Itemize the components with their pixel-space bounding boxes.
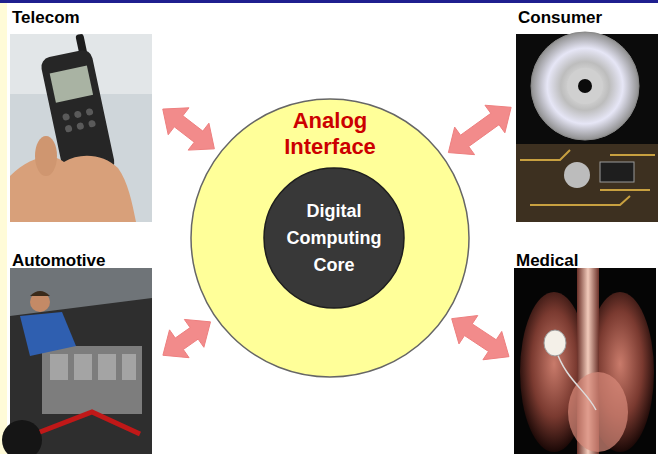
spine <box>577 268 599 454</box>
engine-block <box>42 346 142 414</box>
double-arrow <box>163 108 215 150</box>
phone-key <box>88 120 96 128</box>
phone-body <box>40 48 117 180</box>
hand <box>10 156 136 222</box>
photo-ground <box>10 268 152 454</box>
left-lung <box>520 292 588 452</box>
mechanic-hair <box>30 291 50 296</box>
phone-key <box>76 122 84 130</box>
component <box>564 162 590 188</box>
circuit-board <box>516 144 658 222</box>
xray-photo <box>514 268 656 454</box>
engine-part <box>50 354 68 380</box>
category-label: Medical <box>514 247 658 272</box>
top-rule <box>0 0 658 3</box>
pacemaker <box>544 330 566 356</box>
cd-hole <box>578 79 592 93</box>
side-strip <box>0 3 7 454</box>
phone-screen <box>50 65 93 102</box>
category-panel: Automotive <box>10 247 158 454</box>
double-arrow <box>163 319 211 357</box>
ring-circle <box>191 99 469 377</box>
category-label: Consumer <box>516 4 658 29</box>
double-arrow <box>448 105 511 154</box>
photo-ground <box>514 268 656 454</box>
cd-disc <box>531 32 639 140</box>
tire <box>2 420 42 454</box>
thumb <box>35 136 57 176</box>
category-panel: Telecom <box>10 4 158 222</box>
double-arrow <box>452 316 509 360</box>
mechanic-shirt <box>20 312 76 356</box>
engine-part <box>74 354 92 380</box>
chip <box>600 162 634 182</box>
category-panel: Consumer <box>516 4 658 222</box>
engine-photo <box>2 268 152 454</box>
category-label: Telecom <box>10 4 158 29</box>
board-traces <box>520 150 655 205</box>
red-tool <box>40 412 140 434</box>
cd-photo <box>516 32 658 222</box>
phone-key <box>62 113 70 121</box>
category-label: Automotive <box>10 247 158 272</box>
phone-key <box>64 125 72 133</box>
photo-ground <box>516 34 658 222</box>
mechanic-head <box>30 292 50 312</box>
ring-label: Analog Interface <box>268 108 392 160</box>
category-panel: Medical <box>514 247 658 454</box>
core-circle: Digital Computing Core <box>263 167 405 309</box>
cd-hub <box>567 68 603 104</box>
phone-key <box>85 108 93 116</box>
pacemaker-lead <box>556 350 596 410</box>
photo-light <box>10 34 152 94</box>
phone <box>36 33 116 181</box>
phone-antenna <box>75 34 87 57</box>
phone-key <box>74 110 82 118</box>
core-circle-fill <box>264 168 404 308</box>
phone-photo <box>10 33 152 222</box>
engine-part <box>122 354 136 380</box>
photo-ground <box>10 34 152 222</box>
car-hood <box>10 268 152 316</box>
right-lung <box>586 292 654 452</box>
heart <box>568 372 628 452</box>
interface-ring: Analog InterfaceDigital Computing Core <box>190 98 470 378</box>
core-label: Digital Computing Core <box>280 198 388 279</box>
engine-part <box>98 354 116 380</box>
